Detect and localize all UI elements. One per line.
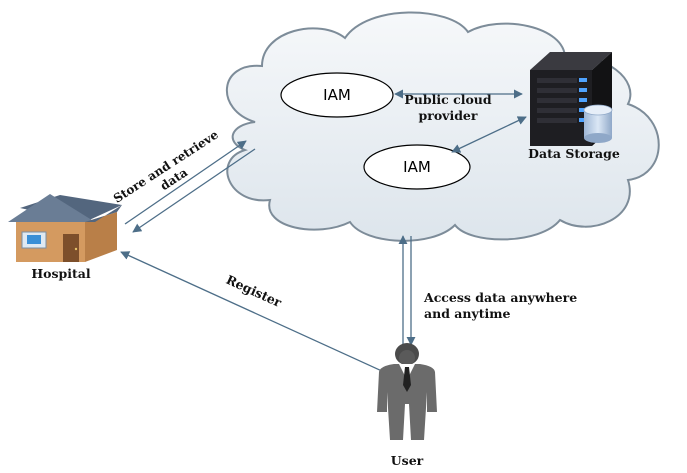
iam-top-node: IAM (280, 72, 394, 118)
register-arrow (120, 251, 385, 373)
register-label: Register (224, 272, 284, 310)
user-label: User (391, 453, 424, 468)
iam2-to-storage-arrow (451, 116, 527, 153)
server-database-icon (530, 52, 613, 146)
store-arrow (124, 140, 247, 225)
hospital-label: Hospital (31, 266, 91, 281)
cloud-label-line2: provider (419, 108, 478, 123)
iam-bottom-node: IAM (363, 144, 471, 190)
data-storage-label: Data Storage (528, 146, 620, 161)
access-label-line2: and anytime (424, 306, 510, 321)
access-label-line1: Access data anywhere (423, 290, 577, 305)
hospital-building-icon (8, 194, 122, 262)
store-retrieve-label-line1: Store and retrieve (111, 127, 221, 205)
iam-top-label: IAM (323, 86, 351, 104)
retrieve-arrow (132, 148, 256, 233)
user-person-icon (377, 343, 437, 440)
iam-bottom-label: IAM (403, 158, 431, 176)
